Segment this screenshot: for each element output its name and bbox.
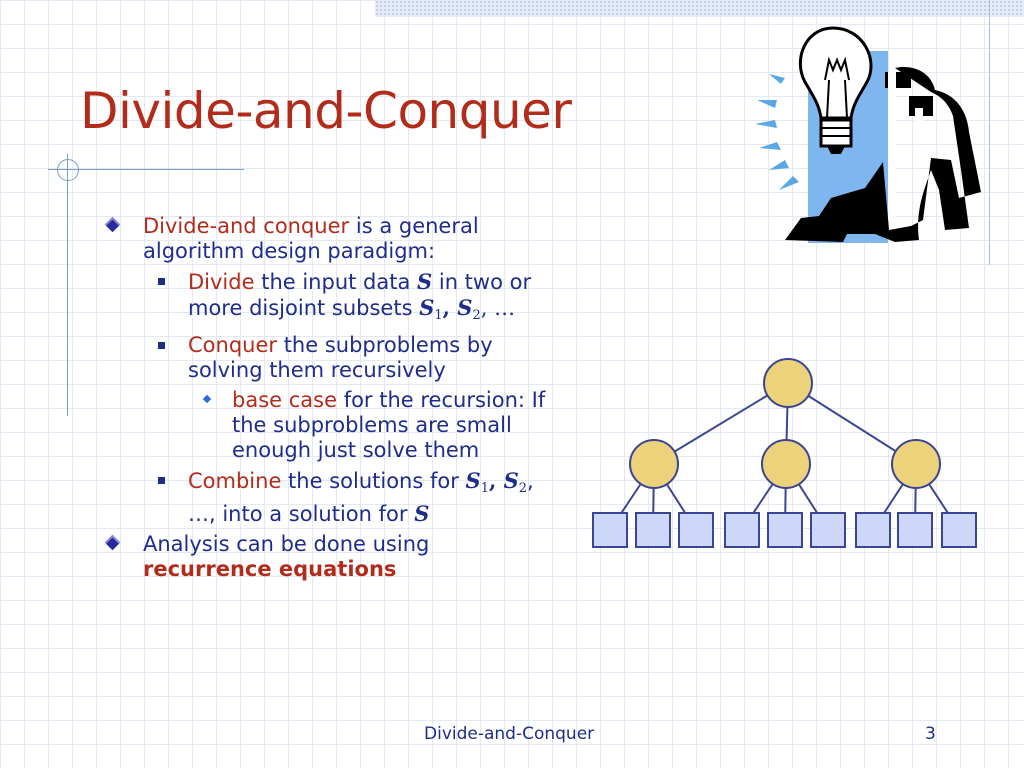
bullet-base-case: base case for the recursion: If the subp… <box>104 388 564 463</box>
recursion-tree-diagram <box>592 358 977 548</box>
diamond-bullet-icon <box>104 216 121 233</box>
tree-leaf-node <box>941 512 977 548</box>
lightbulb-idea-person-icon <box>755 26 981 243</box>
tree-leaf-node <box>592 512 628 548</box>
tree-edge <box>653 382 789 465</box>
bullet-text: for the recursion: If the subproblems ar… <box>232 388 546 462</box>
term-combine: Combine <box>188 469 282 493</box>
bullet-text: Analysis can be done using <box>143 532 430 556</box>
math-comma: , <box>488 468 504 493</box>
tree-child-node <box>761 439 811 489</box>
square-bullet-icon <box>158 477 165 484</box>
left-vertical-decoration <box>67 154 68 416</box>
tree-leaf-node <box>724 512 760 548</box>
bullet-text: , …, into a solution for <box>188 469 534 526</box>
math-s2: S <box>457 295 473 320</box>
math-subscript: 1 <box>480 481 489 496</box>
right-decorative-line <box>989 0 990 265</box>
bullet-text: in two or more disjoint subsets <box>188 270 532 320</box>
term-recurrence-equations: recurrence equations <box>143 557 397 581</box>
math-s: S <box>417 269 433 294</box>
square-bullet-icon <box>158 342 165 349</box>
tree-leaf-node <box>767 512 803 548</box>
small-diamond-bullet-icon <box>202 394 212 404</box>
bullet-text: is a general algorithm design paradigm: <box>143 214 479 263</box>
bullet-divide: Divide the input data S in two or more d… <box>104 269 564 328</box>
math-ellipsis: , … <box>480 296 516 320</box>
title-underline-decoration <box>48 169 244 170</box>
math-subscript: 2 <box>518 481 528 496</box>
tree-child-node <box>629 439 679 489</box>
bullet-text: the solutions for <box>281 469 466 493</box>
term-divide: Divide <box>188 270 255 294</box>
bullet-analysis: Analysis can be done using recurrence eq… <box>104 532 564 582</box>
math-subscript: 2 <box>472 308 481 323</box>
top-dotted-band <box>375 0 1024 17</box>
math-s2: S <box>503 468 519 493</box>
math-s1: S <box>419 295 435 320</box>
math-s: S <box>414 501 430 526</box>
bullet-combine: Combine the solutions for S1, S2, …, int… <box>104 468 564 527</box>
tree-leaf-node <box>810 512 846 548</box>
tree-leaf-node <box>855 512 891 548</box>
diamond-bullet-icon <box>104 534 121 551</box>
term-base-case: base case <box>232 388 338 412</box>
math-subscript: 1 <box>434 308 443 323</box>
math-s1: S <box>465 468 481 493</box>
slide-body: Divide-and conquer is a general algorith… <box>104 214 564 587</box>
bullet-text: the input data <box>254 270 418 294</box>
bullet-text: the subproblems by solving them recursiv… <box>188 333 493 382</box>
footer-title: Divide-and-Conquer <box>424 724 595 744</box>
tree-root-node <box>763 358 813 408</box>
bullet-conquer: Conquer the subproblems by solving them … <box>104 333 564 383</box>
term-divide-and-conquer: Divide-and conquer <box>143 214 350 238</box>
decoration-circle <box>57 159 79 181</box>
square-bullet-icon <box>158 278 165 285</box>
tree-leaf-node <box>897 512 933 548</box>
term-conquer: Conquer <box>188 333 278 357</box>
page-number: 3 <box>925 724 936 744</box>
tree-leaf-node <box>635 512 671 548</box>
bullet-divide-and-conquer: Divide-and conquer is a general algorith… <box>104 214 564 264</box>
tree-child-node <box>891 439 941 489</box>
slide-title: Divide-and-Conquer <box>80 82 572 140</box>
tree-leaf-node <box>678 512 714 548</box>
tree-edge <box>787 382 917 465</box>
math-comma: , <box>442 295 458 320</box>
